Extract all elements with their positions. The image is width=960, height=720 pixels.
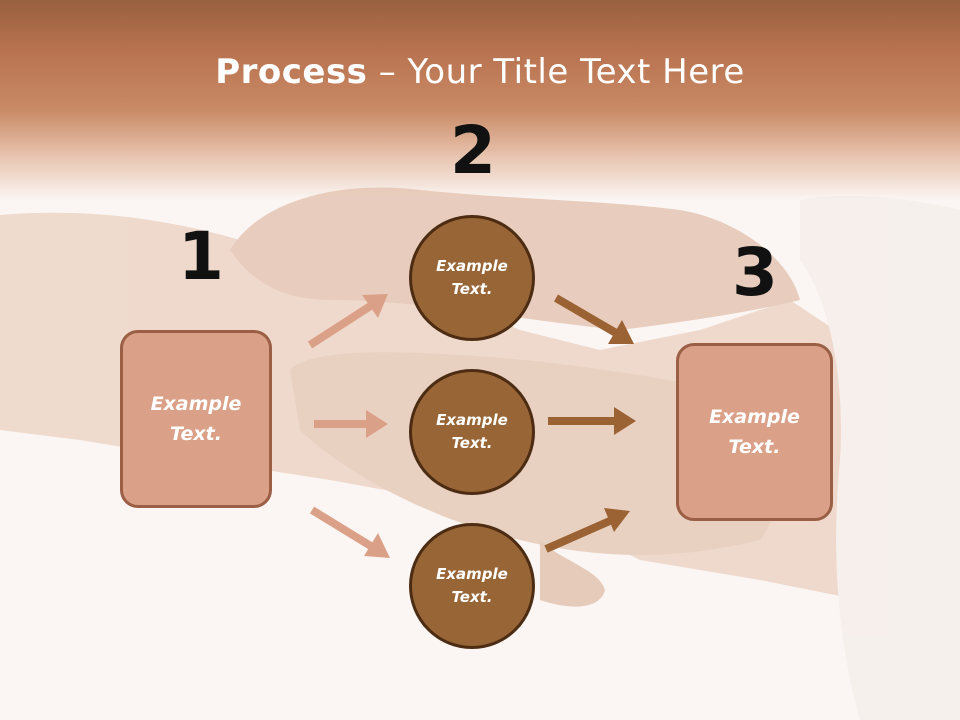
arrow-left-to-bottom-head: [364, 533, 390, 558]
title-strong: Process: [215, 52, 368, 92]
arrow-bottom-to-right-head: [604, 508, 630, 532]
circle-middle-line2: Text.: [451, 434, 493, 452]
circle-top-line1: Example: [436, 257, 508, 275]
circle-top-line2: Text.: [451, 280, 493, 298]
box-right-line1: Example: [709, 406, 800, 428]
step-number-2: 2: [450, 112, 496, 189]
slide-title: Process – Your Title Text Here: [0, 52, 960, 92]
circle-bottom-line1: Example: [436, 565, 508, 583]
arrow-left-to-top-shaft: [307, 301, 375, 349]
arrow-left-to-bottom-shaft: [309, 506, 377, 552]
arrow-left-to-middle-head: [366, 410, 388, 438]
arrow-bottom-to-right-shaft: [544, 516, 614, 553]
arrow-middle-to-right-head: [614, 407, 636, 435]
box-left-line1: Example: [150, 393, 242, 415]
header-band: [0, 0, 960, 200]
box-left-line2: Text.: [170, 423, 222, 445]
circle-middle-line1: Example: [436, 411, 508, 429]
step-number-3: 3: [732, 234, 778, 311]
box-right-line2: Text.: [728, 436, 781, 458]
arrow-left-to-top-head: [362, 294, 388, 318]
step-number-1: 1: [178, 218, 224, 295]
title-rest: – Your Title Text Here: [367, 52, 745, 92]
arrow-top-to-right-head: [608, 320, 634, 344]
arrow-top-to-right-shaft: [553, 294, 619, 337]
circle-bottom-line2: Text.: [451, 588, 493, 606]
